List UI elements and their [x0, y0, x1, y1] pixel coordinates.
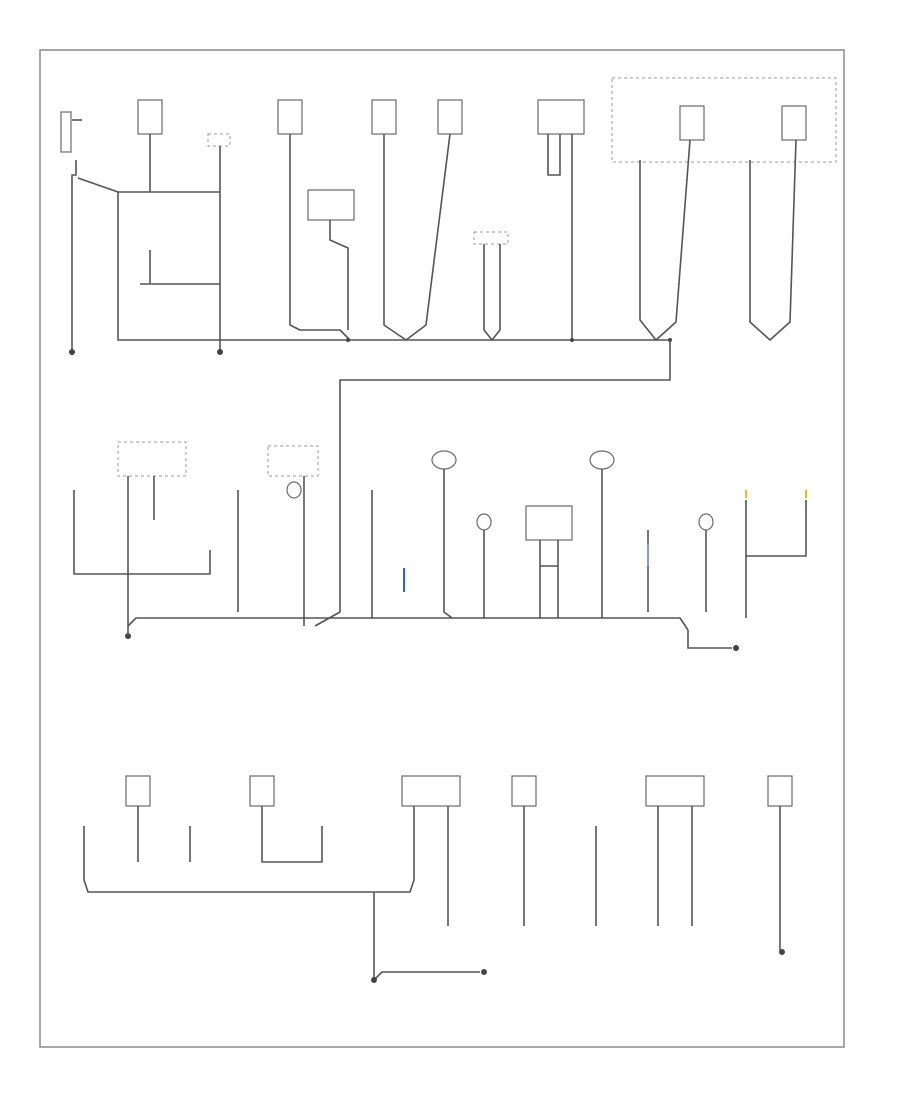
relay-block — [611, 77, 837, 163]
relay-block — [267, 445, 319, 477]
component-box — [511, 775, 537, 807]
component-box — [537, 99, 585, 135]
lamp — [476, 513, 492, 531]
battery — [60, 111, 82, 153]
component-box — [249, 775, 275, 807]
relay-block — [117, 441, 187, 477]
lamp — [698, 513, 714, 531]
section-top — [60, 77, 837, 627]
lamp — [286, 481, 302, 499]
lamp — [431, 450, 457, 470]
section-bottom — [83, 775, 793, 983]
component-box — [401, 775, 461, 807]
component-box — [781, 105, 807, 141]
component-box — [437, 99, 463, 135]
component-box — [525, 505, 573, 541]
section-middle — [73, 441, 807, 651]
component-box — [767, 775, 793, 807]
component-box — [307, 189, 355, 221]
diagram-frame — [39, 49, 845, 1048]
component-box — [277, 99, 303, 135]
component-box — [371, 99, 397, 135]
lamp — [589, 450, 615, 470]
component-box — [645, 775, 705, 807]
component-box — [125, 775, 151, 807]
component-box — [679, 105, 705, 141]
component-box — [137, 99, 163, 135]
